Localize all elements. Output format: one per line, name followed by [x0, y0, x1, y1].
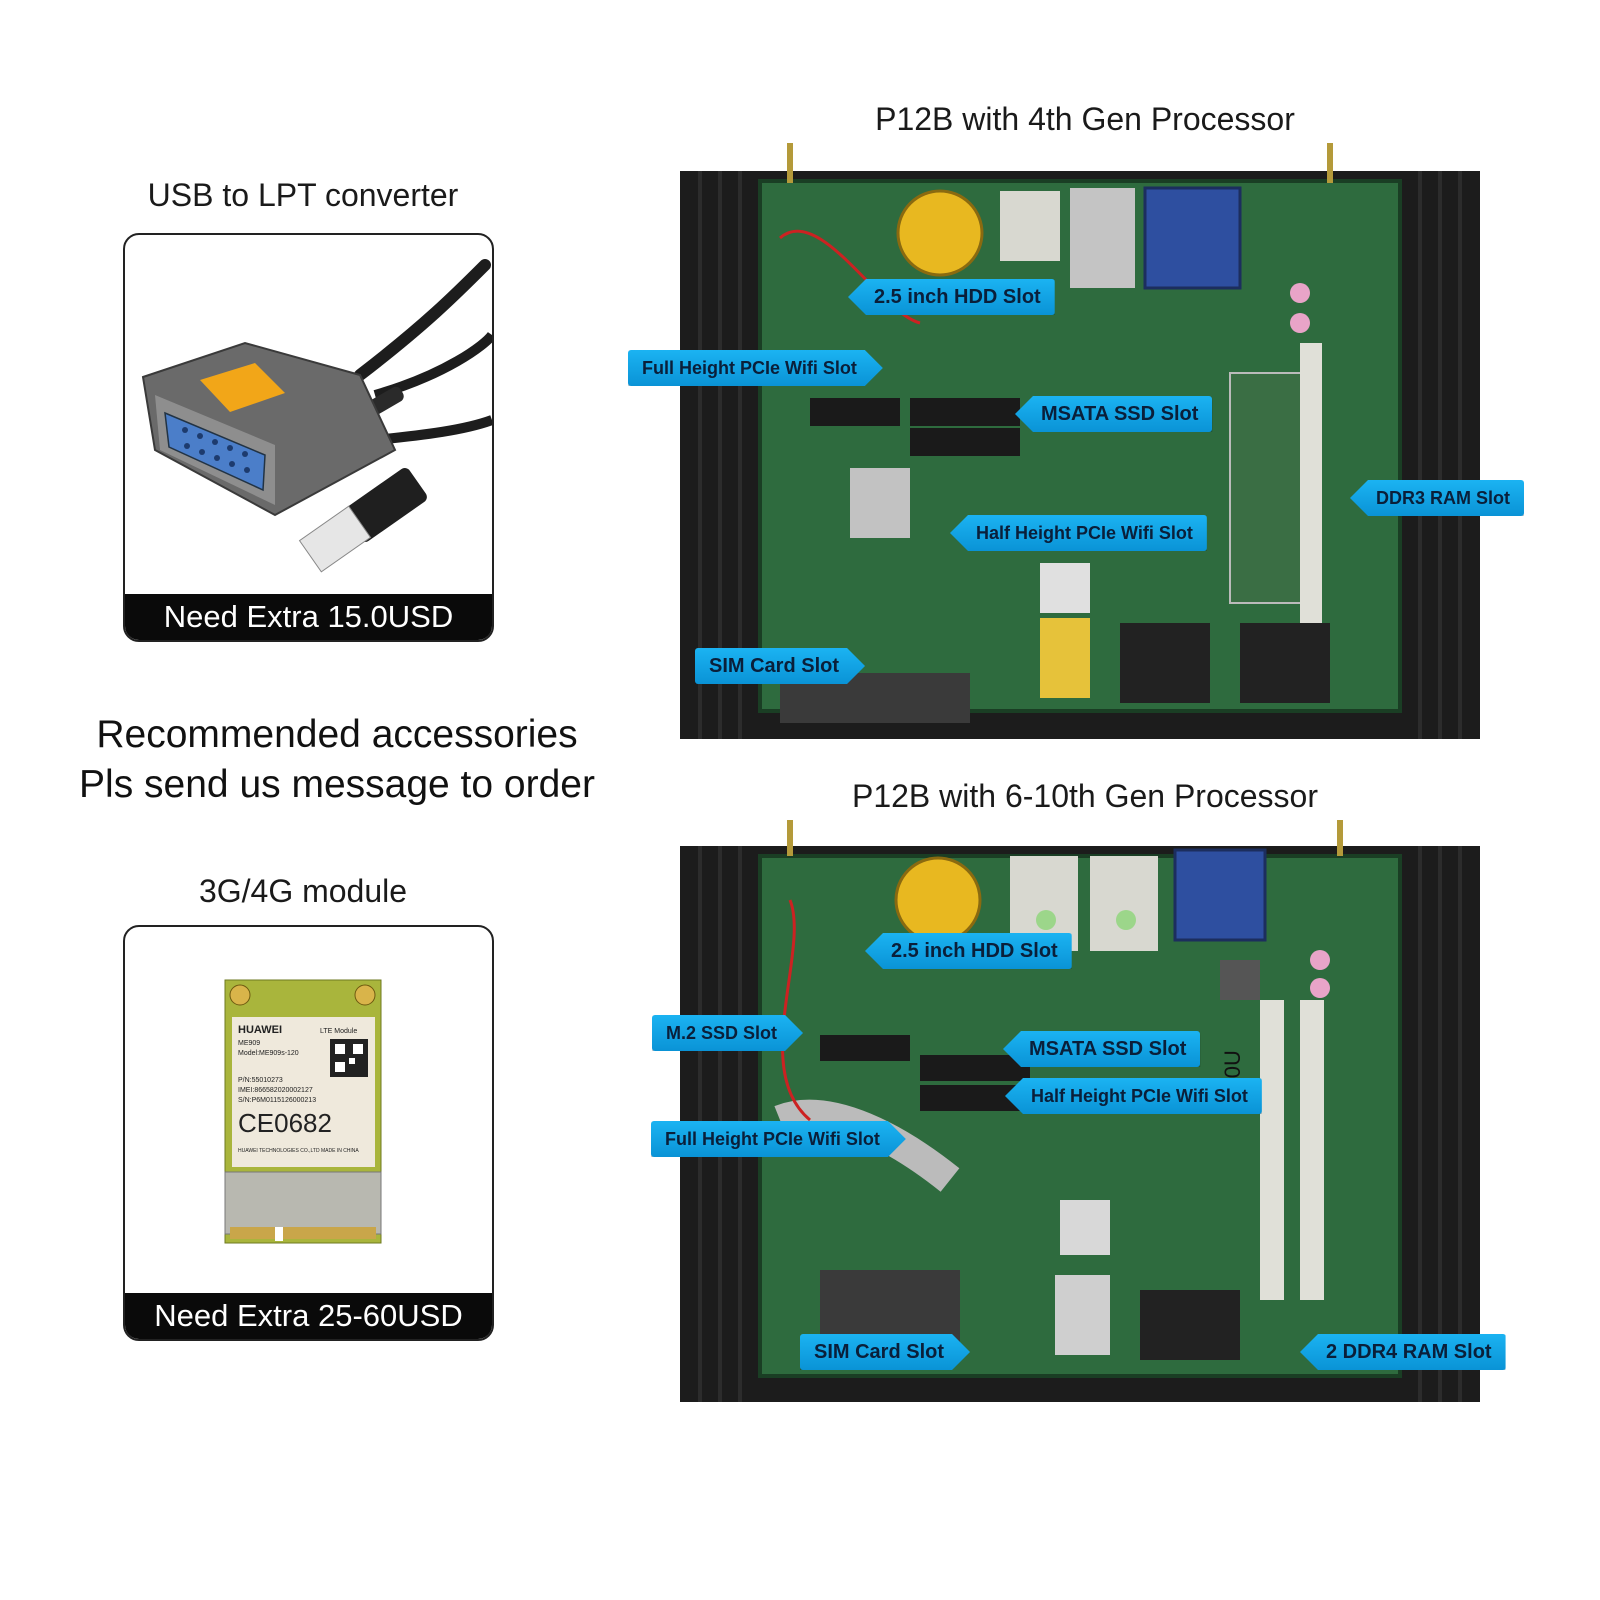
- gen4-board: [680, 143, 1480, 739]
- module-card: HUAWEI LTE Module ME909 Model:ME909s-120…: [123, 925, 494, 1341]
- usb-lpt-cable-image: [141, 259, 492, 573]
- module-pn: P/N:55010273: [238, 1077, 283, 1084]
- gen6-board-photo: 8250U: [680, 820, 1480, 1402]
- gen6-callout-m2: M.2 SSD Slot: [652, 1015, 803, 1051]
- gen6-callout-msata: MSATA SSD Slot: [1003, 1031, 1201, 1067]
- module-lte: LTE Module: [320, 1028, 357, 1035]
- module-brand: HUAWEI: [238, 1024, 282, 1036]
- gen6-title: P12B with 6-10th Gen Processor: [851, 778, 1319, 814]
- module-model: ME909: [238, 1040, 260, 1047]
- lpt-title: USB to LPT converter: [147, 177, 459, 213]
- gen6-callout-ddr4: 2 DDR4 RAM Slot: [1300, 1334, 1506, 1370]
- module-imei: IMEI:866582020002127: [238, 1087, 313, 1094]
- gen6-callout-sim: SIM Card Slot: [800, 1334, 970, 1370]
- promo-line-1: Recommended accessories: [96, 713, 578, 756]
- module-sn: S/N:P6M0115126000213: [238, 1097, 316, 1104]
- lte-module-image: HUAWEI LTE Module ME909 Model:ME909s-120…: [224, 979, 382, 1244]
- promo-line-2: Pls send us message to order: [79, 763, 595, 806]
- module-ce-mark: CE0682: [238, 1108, 332, 1138]
- gen4-title: P12B with 4th Gen Processor: [875, 101, 1295, 137]
- gen6-callout-full-pcie: Full Height PCIe Wifi Slot: [651, 1121, 906, 1157]
- module-price: Need Extra 25-60USD: [125, 1293, 492, 1339]
- gen4-board-photo: [680, 143, 1480, 739]
- gen4-callout-ddr3: DDR3 RAM Slot: [1350, 480, 1524, 516]
- lpt-card: Need Extra 15.0USD: [123, 233, 494, 642]
- gen4-callout-full-pcie: Full Height PCIe Wifi Slot: [628, 350, 883, 386]
- lpt-price: Need Extra 15.0USD: [125, 594, 492, 640]
- module-company: HUAWEI TECHNOLOGIES CO.,LTD MADE IN CHIN…: [238, 1148, 359, 1154]
- module-title: 3G/4G module: [198, 873, 408, 909]
- gen6-callout-hdd: 2.5 inch HDD Slot: [865, 933, 1072, 969]
- gen6-board: 8250U: [680, 820, 1480, 1402]
- gen4-callout-hdd: 2.5 inch HDD Slot: [848, 279, 1055, 315]
- gen6-callout-half-pcie: Half Height PCIe Wifi Slot: [1005, 1078, 1262, 1114]
- gen4-callout-half-pcie: Half Height PCIe Wifi Slot: [950, 515, 1207, 551]
- gen4-callout-msata: MSATA SSD Slot: [1015, 396, 1213, 432]
- gen4-callout-sim: SIM Card Slot: [695, 648, 865, 684]
- module-model-full: Model:ME909s-120: [238, 1050, 299, 1057]
